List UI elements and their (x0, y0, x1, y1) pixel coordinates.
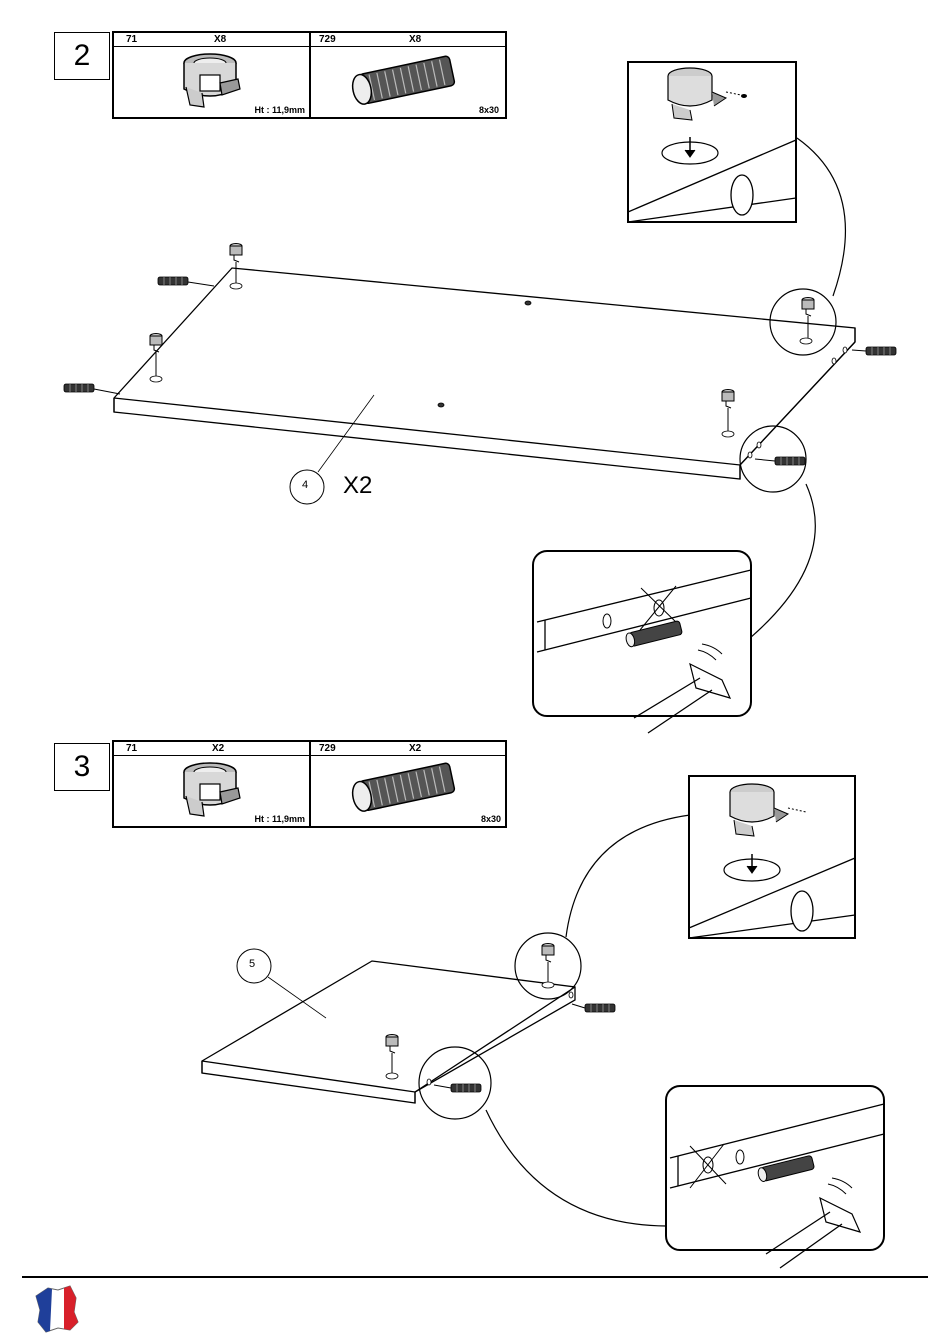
panel-4-drawing (114, 268, 855, 479)
panel-count: X2 (343, 472, 372, 500)
cam-insert-inset-step-3 (689, 776, 855, 938)
dowel-hammer-inset-step-3 (666, 1086, 884, 1268)
panel-label-5: 5 (249, 958, 255, 970)
france-map-flag-icon (36, 1286, 78, 1332)
dowel-hammer-inset-step-2 (533, 551, 751, 733)
footer-divider (22, 1276, 928, 1278)
panel-label-4: 4 (302, 479, 308, 491)
cam-insert-inset-step-2 (628, 62, 796, 222)
